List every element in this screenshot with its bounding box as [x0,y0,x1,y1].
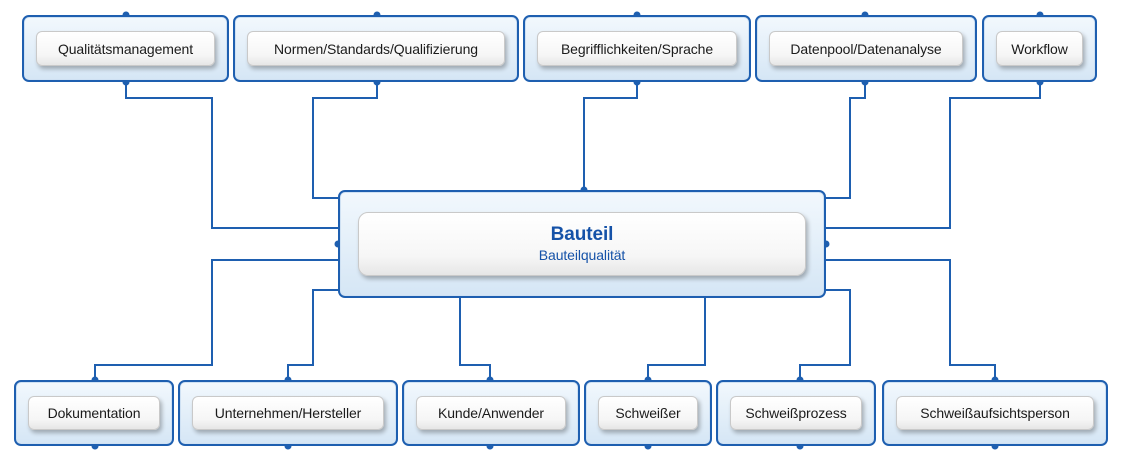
center-box: Bauteil Bauteilqualität [358,212,806,276]
node-label: Normen/Standards/Qualifizierung [247,31,505,66]
connector-datenpool [824,82,866,199]
node-dokumentation[interactable]: Dokumentation [14,380,174,446]
center-subtitle: Bauteilqualität [538,247,626,263]
node-schweissprozess[interactable]: Schweißprozess [716,380,876,446]
node-label: Unternehmen/Hersteller [192,396,384,430]
node-label: Kunde/Anwender [416,396,566,430]
node-schweissaufsichtsperson[interactable]: Schweißaufsichtsperson [882,380,1108,446]
connector-normen [312,82,378,199]
node-datenpool-datenanalyse[interactable]: Datenpool/Datenanalyse [755,15,977,82]
connector-schweissprozess [799,289,851,380]
connector-qualitaetsmanagement [125,82,338,229]
node-label: Workflow [996,31,1083,66]
connector-begrifflichkeiten [583,82,638,190]
connector-workflow [826,82,1041,229]
node-label: Schweißprozess [730,396,862,430]
node-label: Schweißaufsichtsperson [896,396,1094,430]
connector-dokumentation [94,259,338,380]
connector-schweissaufsicht [826,259,996,380]
node-label: Begrifflichkeiten/Sprache [537,31,737,66]
connector-kunde [459,298,491,380]
node-kunde-anwender[interactable]: Kunde/Anwender [402,380,580,446]
node-qualitaetsmanagement[interactable]: Qualitätsmanagement [22,15,229,82]
node-workflow[interactable]: Workflow [982,15,1097,82]
connector-unternehmen [287,289,340,380]
node-label: Datenpool/Datenanalyse [769,31,963,66]
node-unternehmen-hersteller[interactable]: Unternehmen/Hersteller [178,380,398,446]
node-label: Schweißer [598,396,698,430]
node-normen-standards-qualifizierung[interactable]: Normen/Standards/Qualifizierung [233,15,519,82]
center-title: Bauteil [550,224,614,245]
node-label: Dokumentation [28,396,160,430]
node-bauteil[interactable]: Bauteil Bauteilqualität [338,190,826,298]
node-schweisser[interactable]: Schweißer [584,380,712,446]
node-begrifflichkeiten-sprache[interactable]: Begrifflichkeiten/Sprache [523,15,751,82]
connector-schweisser [647,298,706,380]
node-label: Qualitätsmanagement [36,31,215,66]
